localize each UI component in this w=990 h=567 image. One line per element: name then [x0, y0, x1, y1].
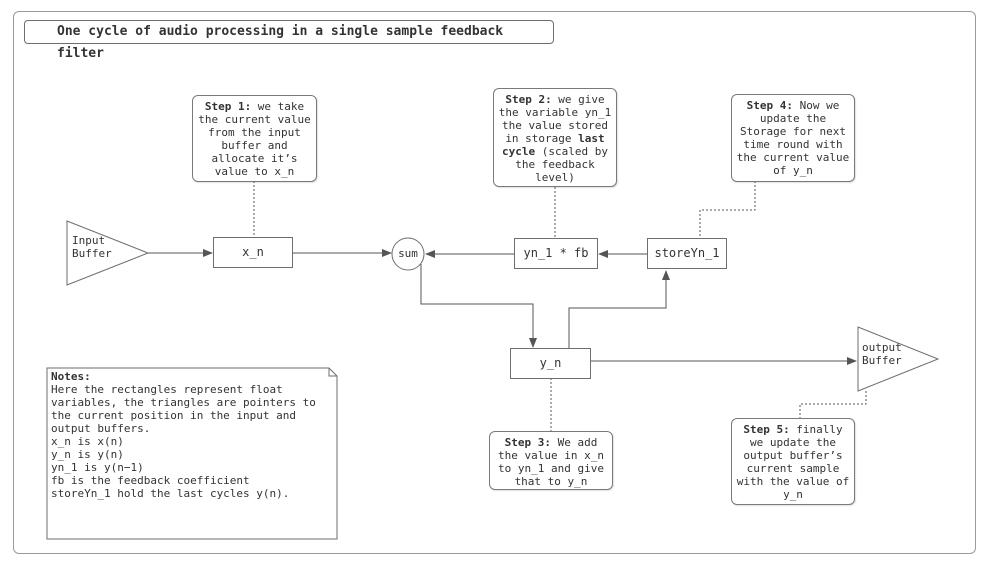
node-yn1-times-fb: yn_1 * fb [514, 238, 598, 269]
step4-callout: Step 4: Now we update the Storage for ne… [731, 94, 855, 182]
step3-label: Step 3: [504, 436, 551, 449]
step4-text: Now we update the Storage for next time … [736, 99, 850, 177]
node-store-yn-1: storeYn_1 [647, 238, 727, 269]
step2-text-a: we give the variable yn_1 the value stor… [498, 93, 612, 145]
step2-callout: Step 2: we give the variable yn_1 the va… [493, 88, 617, 187]
notes-dogear [328, 368, 337, 377]
diagram-title: One cycle of audio processing in a singl… [24, 20, 554, 61]
step1-label: Step 1: [204, 100, 252, 113]
notes-heading: Notes: [51, 370, 91, 383]
step2-text-b: (scaled by the feedback level) [515, 145, 608, 184]
sum-circle [391, 237, 425, 271]
output-buffer-label: output Buffer [862, 341, 902, 367]
step1-callout: Step 1: we take the current value from t… [192, 95, 317, 182]
arrow-yn-to-store [568, 270, 670, 348]
step5-label: Step 5: [743, 423, 790, 436]
notes-box: Notes: Here the rectangles represent flo… [47, 368, 337, 539]
step2-label: Step 2: [505, 93, 552, 106]
dotted-step4 [699, 181, 756, 237]
step3-text: We add the value in x_n to yn_1 and give… [498, 436, 604, 488]
notes-frame [46, 367, 338, 540]
step2-bold: last cycle [502, 132, 605, 158]
input-buffer-label: Input Buffer [72, 234, 112, 260]
node-y-n: y_n [510, 348, 591, 379]
arrow-sum-to-yn [420, 264, 537, 348]
step4-label: Step 4: [746, 99, 793, 112]
step5-callout: Step 5: finally we update the output buf… [731, 418, 855, 505]
output-buffer-triangle [857, 326, 940, 392]
step3-callout: Step 3: We add the value in x_n to yn_1 … [489, 431, 613, 490]
sum-label: sum [398, 247, 418, 260]
step1-text: we take the current value from the input… [198, 100, 311, 178]
dotted-step5 [799, 391, 867, 418]
step5-text: finally we update the output buffer’s cu… [736, 423, 850, 501]
notes-body: Here the rectangles represent float vari… [51, 383, 316, 500]
input-buffer-triangle [66, 220, 150, 286]
node-x-n: x_n [213, 237, 293, 268]
